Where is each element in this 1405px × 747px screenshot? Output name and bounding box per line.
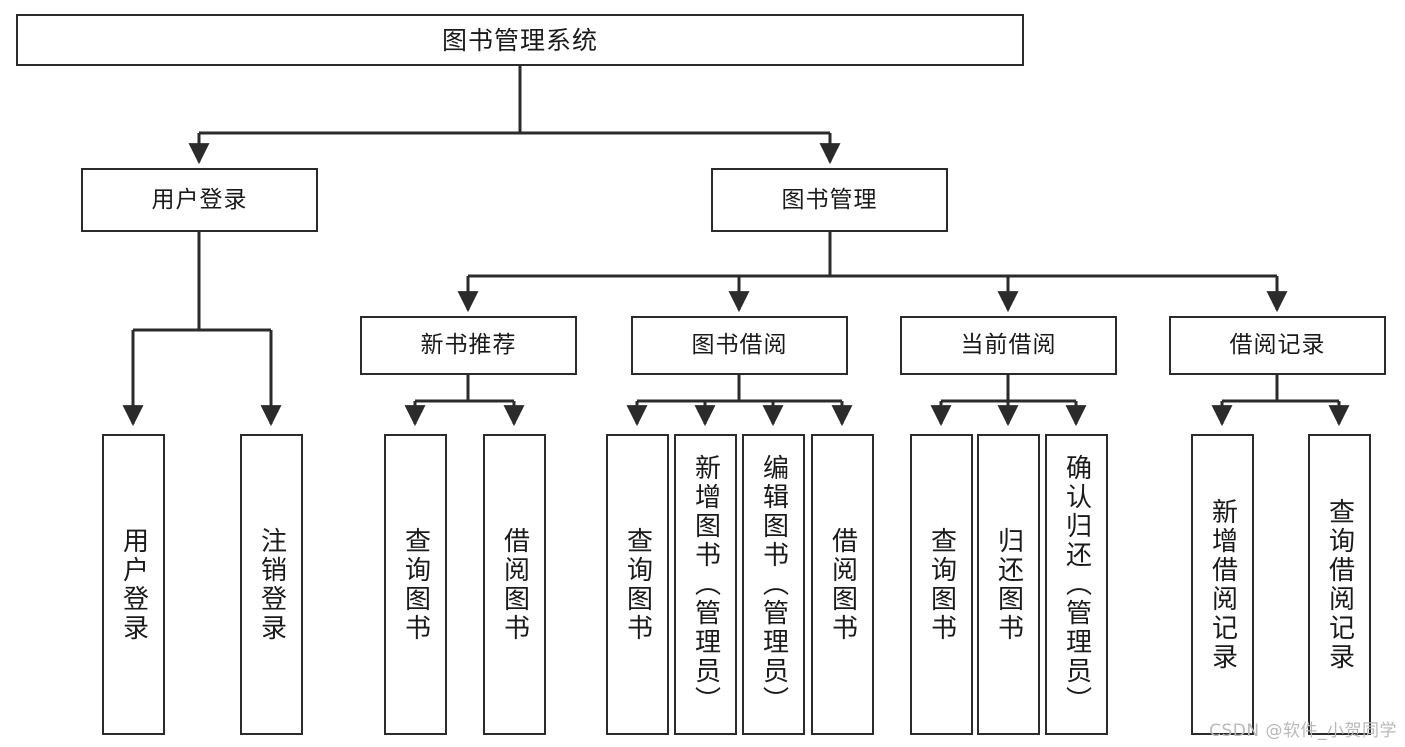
leaf-logout[interactable]: 注销登录: [240, 434, 303, 735]
node-borrow-record[interactable]: 借阅记录: [1169, 316, 1386, 375]
node-book-borrow[interactable]: 图书借阅: [631, 316, 848, 375]
node-label: 归还图书: [993, 526, 1024, 643]
leaf-query-book-1[interactable]: 查询图书: [384, 434, 447, 735]
leaf-query-book-2[interactable]: 查询图书: [606, 434, 669, 735]
node-label: 查询借阅记录: [1324, 497, 1355, 672]
node-label: 图书管理系统: [441, 25, 598, 55]
node-label: 查询图书: [926, 526, 957, 643]
node-label: 新增图书（管理员）: [690, 454, 721, 715]
leaf-borrow-book-1[interactable]: 借阅图书: [483, 434, 546, 735]
node-label: 用户登录: [118, 526, 149, 643]
node-label: 借阅图书: [499, 526, 530, 643]
leaf-add-book[interactable]: 新增图书（管理员）: [674, 434, 737, 735]
node-root-system[interactable]: 图书管理系统: [16, 14, 1024, 66]
node-label: 图书管理: [781, 186, 878, 213]
node-label: 新书推荐: [420, 332, 517, 358]
node-book-manage[interactable]: 图书管理: [711, 168, 948, 232]
leaf-add-record[interactable]: 新增借阅记录: [1191, 434, 1254, 735]
node-label: 确认归还（管理员）: [1061, 454, 1092, 715]
node-label: 图书借阅: [691, 332, 788, 358]
node-current-borrow[interactable]: 当前借阅: [900, 316, 1117, 375]
node-label: 借阅图书: [827, 526, 858, 643]
leaf-edit-book[interactable]: 编辑图书（管理员）: [742, 434, 805, 735]
leaf-query-record[interactable]: 查询借阅记录: [1308, 434, 1371, 735]
csdn-watermark: CSDN @软件_小贺同学: [1209, 721, 1397, 741]
node-label: 查询图书: [400, 526, 431, 643]
leaf-query-book-3[interactable]: 查询图书: [910, 434, 973, 735]
node-label: 新增借阅记录: [1207, 497, 1238, 672]
node-new-book-recommend[interactable]: 新书推荐: [360, 316, 577, 375]
node-user-login[interactable]: 用户登录: [81, 168, 318, 232]
node-label: 借阅记录: [1229, 332, 1326, 358]
node-label: 编辑图书（管理员）: [758, 454, 789, 715]
leaf-user-login[interactable]: 用户登录: [102, 434, 165, 735]
node-label: 注销登录: [256, 526, 287, 643]
node-label: 查询图书: [622, 526, 653, 643]
leaf-confirm-return[interactable]: 确认归还（管理员）: [1045, 434, 1108, 735]
node-label: 当前借阅: [960, 332, 1057, 358]
leaf-borrow-book-2[interactable]: 借阅图书: [811, 434, 874, 735]
node-label: 用户登录: [151, 186, 248, 213]
leaf-return-book[interactable]: 归还图书: [977, 434, 1040, 735]
